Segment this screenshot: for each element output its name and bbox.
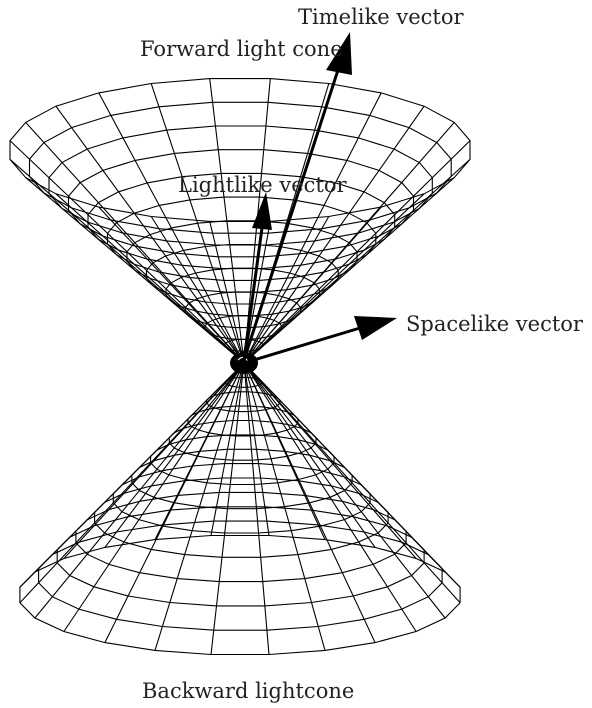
timelike-vector-label: Timelike vector — [298, 5, 464, 29]
backward-light-cone — [19, 362, 461, 656]
lightlike-vector — [242, 192, 272, 361]
backward-cone-meridian — [243, 362, 326, 651]
backward-cone-meridian — [210, 362, 245, 536]
forward-cone-meridian — [243, 216, 330, 364]
spacelike-vector — [243, 316, 397, 365]
forward-cone-meridian — [243, 92, 382, 364]
forward-cone-meridian — [243, 221, 271, 364]
forward-cone-meridian — [150, 216, 245, 364]
timelike-vector-shaft — [242, 69, 340, 361]
forward-cone-meridian — [150, 83, 245, 364]
backward-cone-meridian — [243, 362, 270, 536]
spacelike-vector-arrowhead — [354, 316, 397, 340]
forward-cone-meridian — [243, 140, 471, 364]
forward-light-cone-label: Forward light cone — [140, 37, 343, 61]
forward-cone-meridian — [243, 105, 425, 364]
backward-cone-meridian — [154, 362, 245, 651]
forward-cone-meridian — [98, 92, 245, 364]
forward-cone-meridian — [55, 193, 245, 364]
backward-cone-meridian — [243, 362, 446, 619]
backward-cone-meridian — [243, 362, 417, 559]
forward-cone-meridian — [25, 177, 245, 364]
forward-cone-meridian — [243, 193, 425, 364]
forward-light-cone — [9, 78, 471, 364]
backward-cone-meridian — [34, 362, 245, 619]
backward-cone-meridian — [243, 362, 326, 540]
forward-cone-meridian — [209, 78, 245, 364]
backward-cone-meridian — [243, 362, 461, 588]
spacelike-vector-shaft — [243, 326, 361, 365]
forward-cone-meridian — [9, 140, 245, 364]
forward-cone-meridian — [209, 221, 245, 364]
backward-light-cone-label: Backward lightcone — [142, 679, 354, 703]
spacelike-vector-label: Spacelike vector — [406, 312, 584, 336]
forward-cone-meridian — [25, 122, 245, 364]
forward-cone-meridian — [243, 177, 455, 364]
timelike-vector-arrowhead — [326, 32, 352, 75]
backward-cone-meridian — [34, 362, 245, 573]
lightlike-vector-label: Lightlike vector — [178, 173, 347, 197]
forward-cone-meridian — [9, 158, 245, 364]
backward-cone-meridian — [243, 362, 376, 548]
backward-cone-meridian — [154, 362, 245, 540]
forward-cone-meridian — [55, 105, 245, 364]
lightlike-vector-shaft — [242, 227, 264, 361]
backward-cone-meridian — [63, 362, 245, 559]
backward-cone-meridian — [243, 362, 417, 632]
backward-cone-meridian — [210, 362, 245, 655]
forward-cone-meridian — [243, 122, 455, 364]
backward-cone-meridian — [243, 362, 461, 604]
backward-cone-meridian — [104, 362, 245, 548]
backward-cone-meridian — [63, 362, 245, 632]
timelike-vector — [242, 32, 352, 361]
lightlike-vector-arrowhead — [252, 192, 272, 230]
backward-cone-meridian — [243, 362, 270, 655]
